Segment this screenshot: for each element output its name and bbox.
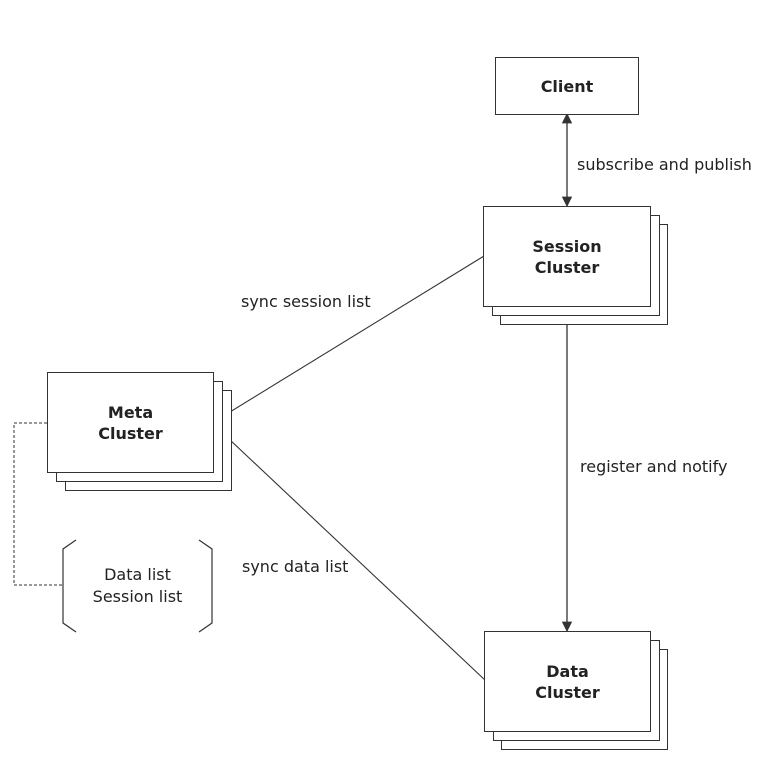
client-node [495,57,639,115]
meta-note-dashed-link [13,422,63,586]
meta-session-edge-label: sync session list [241,292,371,311]
client-session-edge-label: subscribe and publish [577,155,752,174]
note-line-data-list: Data list [104,565,171,584]
note-line-session-list: Session list [92,587,183,606]
meta-cluster-node [47,372,214,473]
data-cluster-label-line-1: Data [546,661,589,681]
meta-list-note: Data list Session list [63,564,212,608]
data-cluster-label-line-2: Cluster [535,682,600,702]
meta-cluster-label: Meta Cluster [47,372,214,473]
session-cluster-label-line-1: Session [532,236,602,256]
meta-cluster-label-line-2: Cluster [98,423,163,443]
data-cluster-node [484,631,651,732]
data-cluster-label: Data Cluster [484,631,651,732]
meta-data-line [211,422,487,682]
session-data-edge-label: register and notify [580,457,728,476]
client-label: Client [495,57,639,115]
meta-cluster-label-line-1: Meta [107,402,154,422]
session-cluster-node [483,206,651,307]
note-right-bracket [198,539,213,633]
session-cluster-label: Session Cluster [483,206,651,307]
session-cluster-label-line-2: Cluster [534,257,600,277]
meta-session-line [211,255,485,424]
client-label-line-1: Client [540,76,594,96]
note-left-bracket [62,539,77,633]
meta-data-edge-label: sync data list [242,557,349,576]
